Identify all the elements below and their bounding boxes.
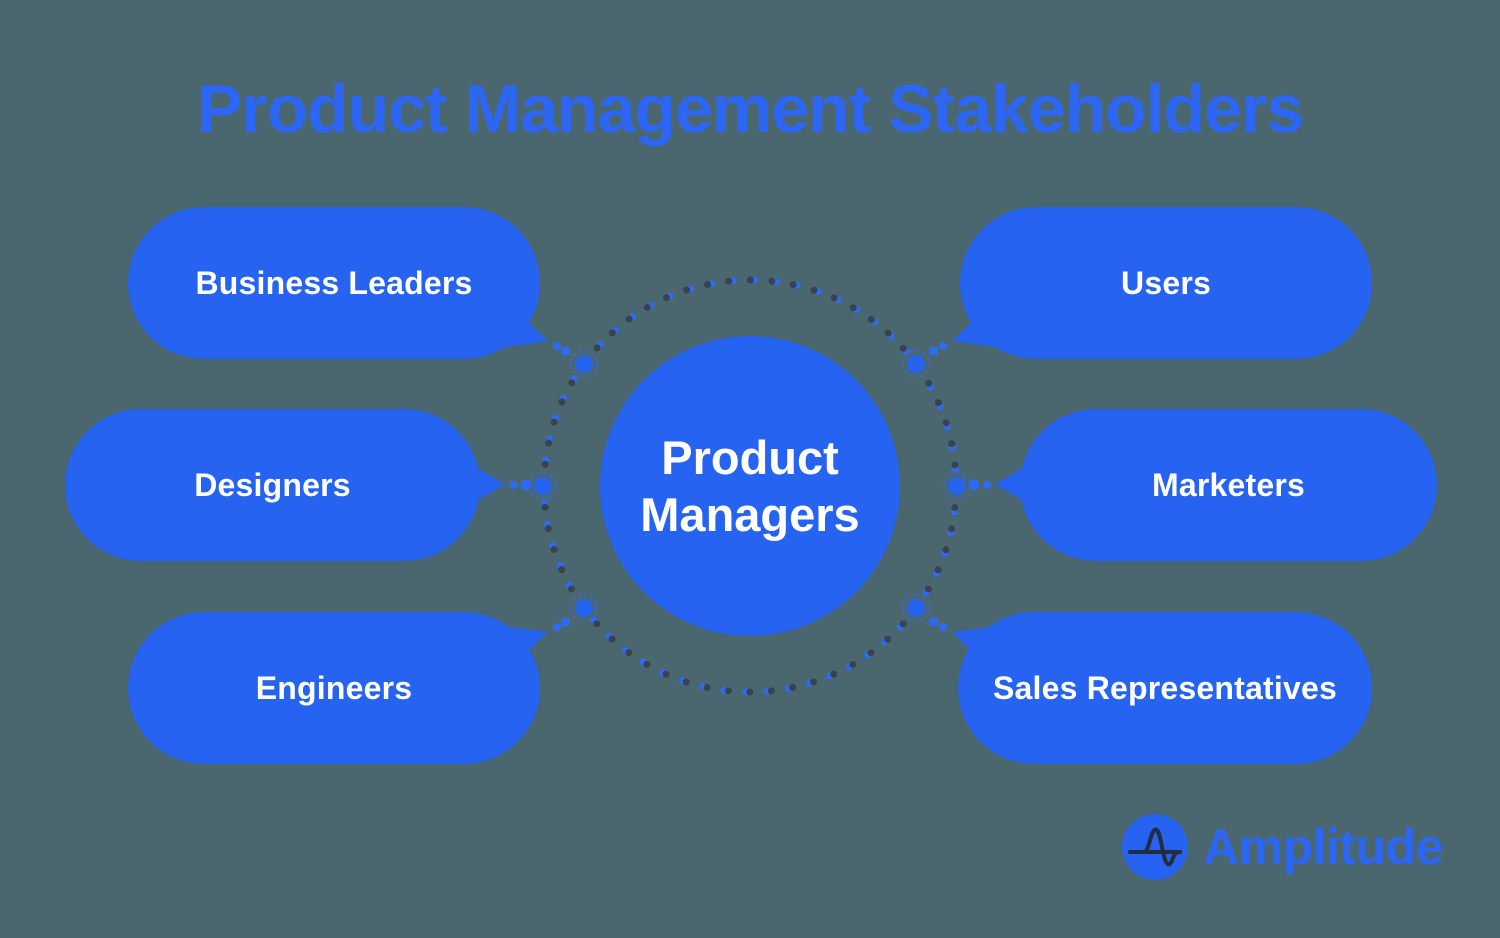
connector-dot bbox=[553, 623, 561, 631]
anchor-dot bbox=[942, 471, 972, 501]
bubble-label: Engineers bbox=[255, 669, 413, 706]
bubble-label: Business Leaders bbox=[195, 264, 473, 301]
bubble-label: Marketers bbox=[1151, 466, 1305, 503]
connector-dot bbox=[939, 623, 947, 631]
connector-dot bbox=[939, 342, 947, 350]
bubble-label: Designers bbox=[194, 466, 351, 503]
connector-dot bbox=[553, 342, 561, 350]
product-managers-circle: Product Managers bbox=[600, 336, 900, 636]
amplitude-logo-text: Amplitude bbox=[1203, 819, 1443, 875]
anchor-dot bbox=[901, 593, 931, 623]
bubble-sales-representatives: Sales Representatives bbox=[958, 612, 1372, 764]
bubble-business-leaders: Business Leaders bbox=[128, 207, 540, 359]
center-label-line2: Managers bbox=[640, 488, 860, 541]
anchor-dot bbox=[901, 349, 931, 379]
connector-dot bbox=[930, 618, 938, 626]
amplitude-logo: Amplitude bbox=[1122, 814, 1443, 880]
ring-anchor-dots bbox=[528, 349, 972, 623]
connector-dot bbox=[930, 347, 938, 355]
anchor-dot bbox=[528, 471, 558, 501]
anchor-dot bbox=[569, 593, 599, 623]
connector-dot bbox=[509, 481, 517, 489]
bubble-label: Users bbox=[1121, 264, 1211, 301]
amplitude-sine-a-icon bbox=[1122, 814, 1188, 880]
bubble-users: Users bbox=[960, 207, 1372, 359]
bubble-label: Sales Representatives bbox=[993, 669, 1337, 706]
page-title: Product Management Stakeholders bbox=[196, 71, 1304, 147]
bubble-designers: Designers bbox=[65, 409, 480, 561]
connector-dot bbox=[983, 481, 991, 489]
connector-dot bbox=[562, 347, 570, 355]
bubble-engineers: Engineers bbox=[128, 612, 540, 764]
connector-dot bbox=[562, 618, 570, 626]
bubble-marketers: Marketers bbox=[1020, 409, 1437, 561]
center-label-line1: Product bbox=[661, 430, 839, 484]
anchor-dot bbox=[569, 349, 599, 379]
